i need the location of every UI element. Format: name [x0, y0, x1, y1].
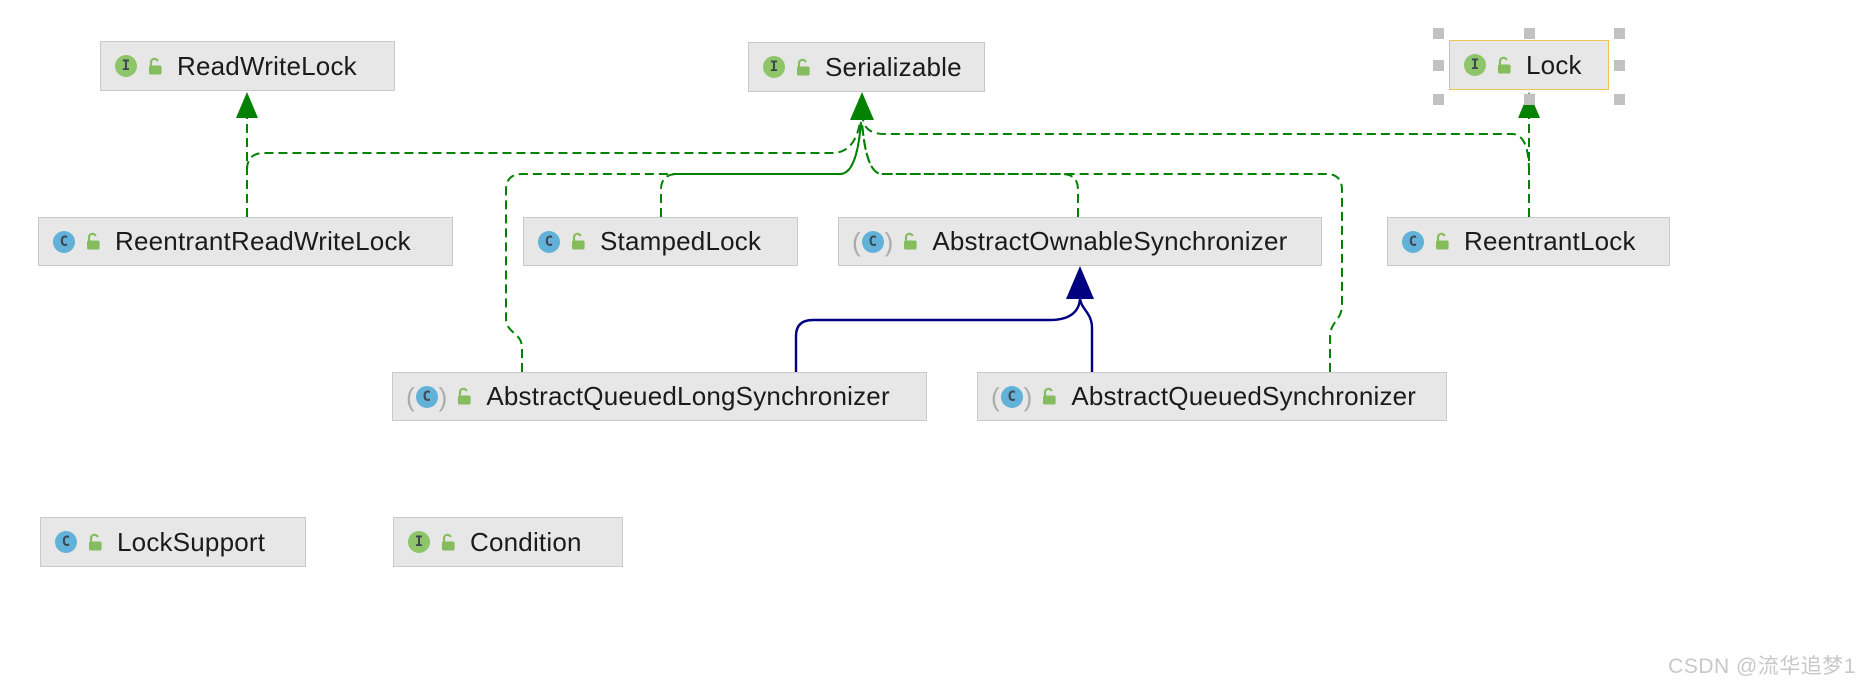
unlocked-icon	[1040, 387, 1059, 406]
selection-handle-s[interactable]	[1523, 94, 1535, 105]
class-node-stampedlock[interactable]: C StampedLock	[523, 217, 798, 266]
node-label: LockSupport	[117, 526, 266, 557]
abstract-paren-icon: (	[991, 381, 1000, 412]
interface-icon: I	[1464, 54, 1486, 76]
unlocked-icon	[794, 58, 813, 77]
edge-abstractqueuedlongsynchronizer-extends-abstractownablesynchronizer[interactable]	[794, 296, 1082, 372]
class-node-readwritelock[interactable]: I ReadWriteLock	[100, 41, 395, 91]
class-node-abstractqueuedsynchronizer[interactable]: (C) AbstractQueuedSynchronizer	[977, 372, 1447, 421]
arrowhead-to-readwritelock	[236, 92, 258, 118]
selection-handle-w[interactable]	[1433, 59, 1444, 71]
node-label: StampedLock	[600, 226, 762, 256]
class-node-lock[interactable]: I Lock	[1449, 40, 1609, 90]
selection-handle-n[interactable]	[1523, 28, 1535, 39]
class-node-reentrantlock[interactable]: C ReentrantLock	[1387, 217, 1670, 266]
class-icon: C	[538, 230, 560, 253]
selection-handle-ne[interactable]	[1614, 28, 1625, 39]
class-icon: C	[55, 531, 77, 553]
interface-icon: I	[115, 55, 137, 77]
abstract-class-icon: C	[1000, 385, 1023, 408]
edge-abstractqueuedsynchronizer-implements-serializable[interactable]	[861, 121, 1343, 372]
abstract-paren-icon: )	[884, 226, 894, 257]
class-node-reentrantreadwritelock[interactable]: C ReentrantReadWriteLock	[38, 217, 453, 266]
edge-stampedlock-implements-serializable[interactable]	[660, 121, 862, 217]
selection-handle-nw[interactable]	[1433, 28, 1444, 39]
node-label: AbstractOwnableSynchronizer	[932, 226, 1288, 256]
arrowhead-to-serializable	[850, 92, 874, 120]
unlocked-icon	[1433, 232, 1452, 251]
selection-handle-se[interactable]	[1614, 94, 1625, 105]
node-label: Lock	[1526, 49, 1582, 80]
interface-icon: I	[763, 56, 785, 78]
edge-abstractqueuedlongsynchronizer-implements-serializable[interactable]	[505, 121, 862, 372]
node-label: Condition	[470, 526, 582, 557]
unlocked-icon	[86, 533, 105, 552]
class-node-serializable[interactable]: I Serializable	[748, 42, 985, 92]
unlocked-icon	[84, 232, 103, 251]
node-label: ReentrantLock	[1464, 226, 1636, 256]
node-label: Serializable	[825, 51, 962, 82]
unlocked-icon	[146, 57, 165, 76]
watermark: CSDN @流华追梦1	[1668, 655, 1856, 678]
arrowhead-to-lock	[1518, 92, 1540, 118]
edge-reentrantlock-implements-serializable[interactable]	[862, 119, 1530, 173]
selection-handle-e[interactable]	[1614, 59, 1625, 71]
class-node-abstractownablesynchronizer[interactable]: (C) AbstractOwnableSynchronizer	[838, 217, 1322, 266]
class-node-abstractqueuedlongsynchronizer[interactable]: (C) AbstractQueuedLongSynchronizer	[392, 372, 927, 421]
class-node-condition[interactable]: I Condition	[393, 517, 623, 567]
abstract-class-icon: C	[861, 230, 884, 253]
unlocked-icon	[901, 232, 920, 251]
class-icon: C	[1402, 230, 1424, 253]
node-label: ReentrantReadWriteLock	[115, 226, 411, 256]
interface-icon: I	[408, 531, 430, 553]
class-node-locksupport[interactable]: C LockSupport	[40, 517, 306, 567]
unlocked-icon	[455, 387, 474, 406]
abstract-paren-icon: (	[406, 381, 415, 412]
abstract-paren-icon: )	[438, 381, 448, 412]
edge-abstractqueuedsynchronizer-extends-abstractownablesynchronizer[interactable]	[1078, 296, 1094, 372]
edge-abstractownablesynchronizer-implements-serializable[interactable]	[861, 121, 1079, 217]
node-label: AbstractQueuedSynchronizer	[1071, 381, 1417, 411]
unlocked-icon	[439, 533, 458, 552]
node-label: AbstractQueuedLongSynchronizer	[486, 381, 890, 411]
class-icon: C	[53, 230, 75, 253]
abstract-paren-icon: )	[1023, 381, 1033, 412]
unlocked-icon	[569, 232, 588, 251]
abstract-class-icon: C	[415, 385, 438, 408]
node-label: ReadWriteLock	[177, 50, 357, 81]
arrowhead-to-abstractownablesynchronizer	[1066, 266, 1094, 299]
selection-handle-sw[interactable]	[1433, 94, 1444, 105]
unlocked-icon	[1495, 56, 1514, 75]
abstract-paren-icon: (	[852, 226, 861, 257]
edge-reentrantreadwritelock-implements-serializable[interactable]	[246, 121, 861, 171]
